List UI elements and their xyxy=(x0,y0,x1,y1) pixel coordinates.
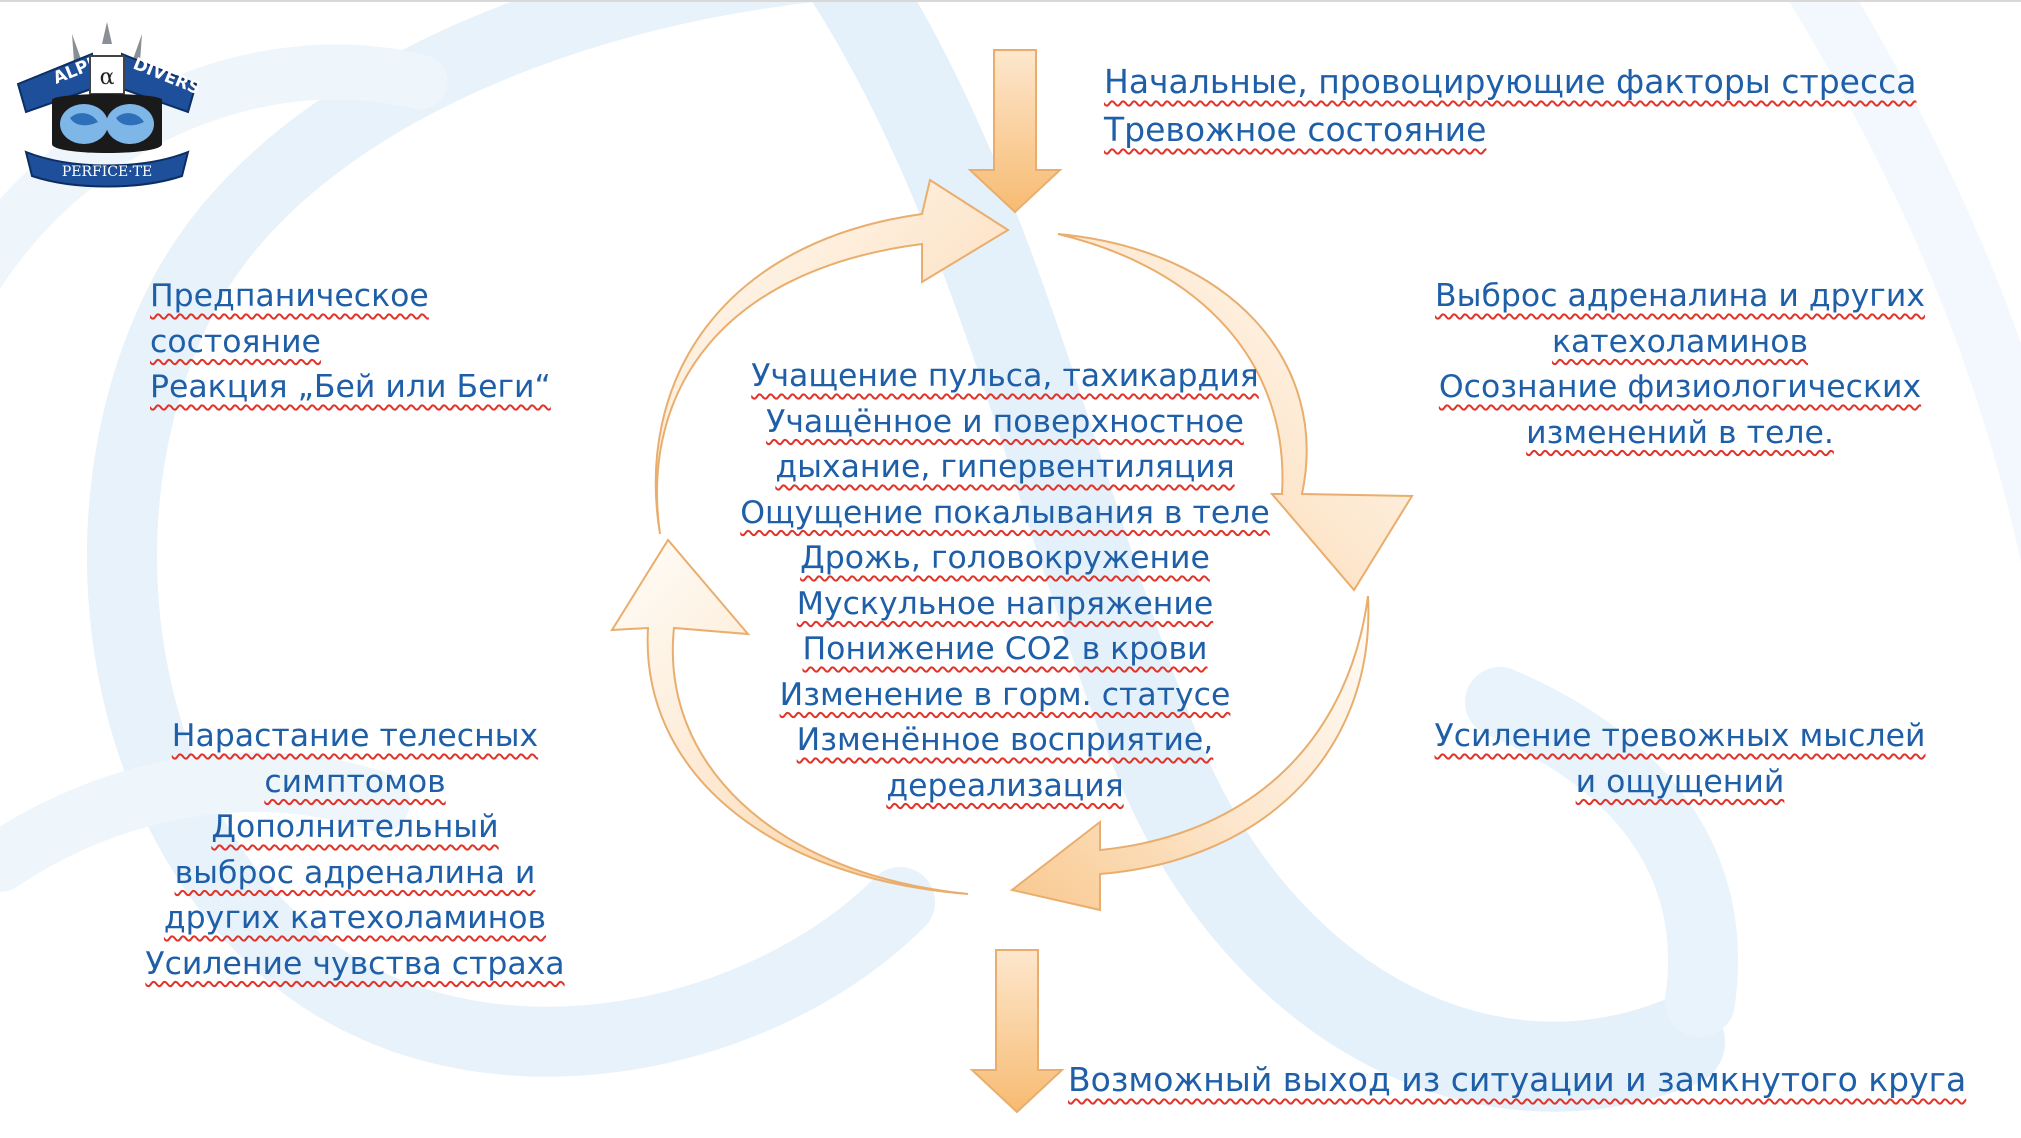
label-line: катехоламинов xyxy=(1551,323,1809,360)
alpha-divers-logo: ALPHA DIVERS α PERFICE·TE xyxy=(16,22,202,188)
cycle-arrow-top-right xyxy=(1057,233,1414,592)
label-line: выброс адреналина и xyxy=(174,854,536,891)
label-line: дереализация xyxy=(886,767,1124,804)
label-right-top-adrenaline: Выброс адреналина и других катехоламинов… xyxy=(1420,274,1940,456)
label-line: других катехоламинов xyxy=(163,900,547,936)
label-line: Понижение CO2 в крови xyxy=(802,631,1208,667)
label-line: Усиление чувства страха xyxy=(145,945,565,982)
label-line: состояние xyxy=(150,323,321,360)
label-right-bottom-anxious-thoughts: Усиление тревожных мыслей и ощущений xyxy=(1420,714,1940,805)
exit-down-arrow xyxy=(969,949,1065,1114)
label-line: и ощущений xyxy=(1575,763,1785,800)
label-line: Ощущение покалывания в теле xyxy=(740,494,1270,531)
label-line: Тревожное состояние xyxy=(1104,110,1487,149)
label-line: Учащённое и поверхностное xyxy=(766,403,1244,440)
label-line: Дополнительный xyxy=(211,809,499,845)
label-line: Усиление тревожных мыслей xyxy=(1434,718,1926,754)
label-line: Нарастание телесных xyxy=(171,718,539,754)
label-left-bottom-symptoms: Нарастание телесных симптомов Дополнител… xyxy=(130,714,580,987)
label-line: Учащение пульса, тахикардия xyxy=(751,358,1259,394)
label-line: Начальные, провоцирующие факторы стресса xyxy=(1104,62,1917,101)
entry-down-arrow xyxy=(967,49,1063,214)
cycle-arrow-bottom-right xyxy=(1009,595,1370,912)
cycle-arrow-bottom-left xyxy=(610,538,969,895)
cycle-arrow-top-left xyxy=(654,178,1010,535)
logo-text-perfice-te: PERFICE·TE xyxy=(62,164,152,180)
label-line: симптомов xyxy=(264,763,446,800)
label-line: Реакция „Бей или Беги“ xyxy=(150,369,551,405)
logo-alpha-symbol: α xyxy=(100,65,115,90)
label-left-top-prepanic: Предпаническое состояние Реакция „Бей ил… xyxy=(150,274,551,411)
label-bottom-exit: Возможный выход из ситуации и замкнутого… xyxy=(1068,1056,1966,1104)
label-line: Изменённое восприятие, xyxy=(796,722,1214,758)
label-line: дыхание, гипервентиляция xyxy=(775,449,1235,485)
label-line: Дрожь, головокружение xyxy=(800,540,1210,576)
label-line: Мускульное напряжение xyxy=(796,585,1214,622)
label-line: Выброс адреналина и других xyxy=(1435,278,1925,314)
label-line: Возможный выход из ситуации и замкнутого… xyxy=(1068,1060,1967,1099)
label-line: Предпаническое xyxy=(150,278,429,314)
label-top-stress-factors: Начальные, провоцирующие факторы стресса… xyxy=(1104,58,1916,154)
label-center-physiological-symptoms: Учащение пульса, тахикардия Учащённое и … xyxy=(730,354,1280,809)
label-line: изменений в теле. xyxy=(1526,414,1834,451)
label-line: Осознание физиологических xyxy=(1438,369,1922,405)
label-line: Изменение в горм. статусе xyxy=(779,676,1231,713)
